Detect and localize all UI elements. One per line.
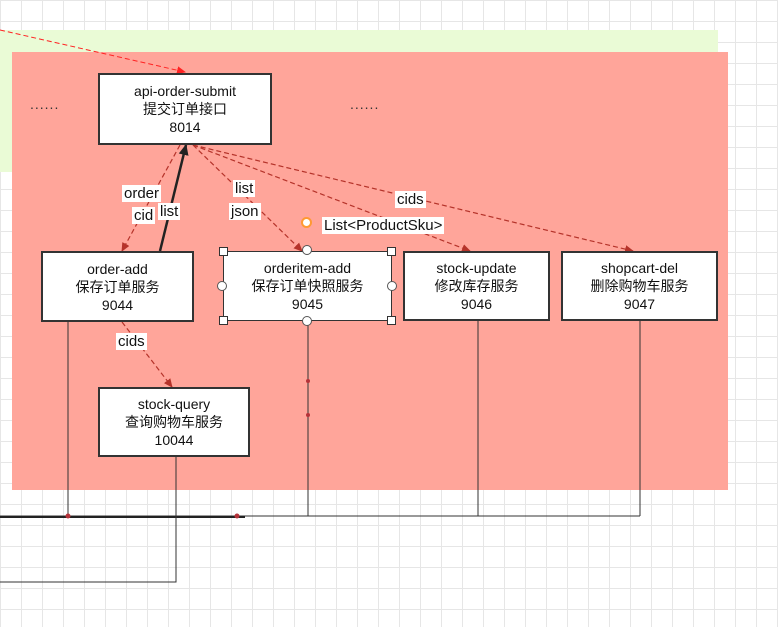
rotate-handle[interactable] bbox=[301, 217, 312, 228]
ellipsis-left: ...... bbox=[30, 96, 60, 112]
node-name: orderitem-add bbox=[263, 260, 352, 276]
selection-handle[interactable] bbox=[219, 247, 228, 256]
edge-label-cids-query: cids bbox=[116, 333, 147, 350]
node-desc: 保存订单快照服务 bbox=[251, 278, 364, 294]
connection-point[interactable] bbox=[387, 281, 397, 291]
node-desc: 保存订单服务 bbox=[75, 278, 160, 295]
arrow-order-add-to-stock-query[interactable] bbox=[121, 321, 173, 388]
edge-label-cids-top: cids bbox=[395, 191, 426, 208]
selection-handle[interactable] bbox=[219, 316, 228, 325]
node-name: stock-query bbox=[137, 396, 211, 412]
edge-label-product-sku: List<ProductSku> bbox=[322, 217, 445, 234]
connection-point[interactable] bbox=[217, 281, 227, 291]
node-desc: 查询购物车服务 bbox=[125, 414, 223, 430]
incoming-arrow[interactable] bbox=[0, 29, 186, 75]
node-name: order-add bbox=[87, 260, 148, 277]
arrow-order-add-return[interactable] bbox=[158, 144, 189, 252]
connection-point[interactable] bbox=[302, 316, 312, 326]
edge-label-order: order bbox=[122, 185, 162, 202]
node-orderitem-add[interactable]: orderitem-add 保存订单快照服务 9045 bbox=[223, 251, 392, 321]
node-port: 9047 bbox=[623, 296, 656, 312]
selection-handle[interactable] bbox=[387, 247, 396, 256]
edge-label-list: list bbox=[233, 180, 256, 197]
edge-label-json: json bbox=[229, 203, 261, 220]
connection-point[interactable] bbox=[302, 245, 312, 255]
node-api-order-submit[interactable]: api-order-submit 提交订单接口 8014 bbox=[98, 73, 272, 145]
node-desc: 删除购物车服务 bbox=[590, 278, 689, 294]
junction-dot bbox=[65, 513, 71, 519]
node-stock-query[interactable]: stock-query 查询购物车服务 10044 bbox=[98, 387, 250, 457]
selection-handle[interactable] bbox=[387, 316, 396, 325]
node-port: 8014 bbox=[169, 119, 201, 135]
connector-stock-query-out[interactable] bbox=[0, 456, 177, 583]
node-desc: 修改库存服务 bbox=[434, 278, 519, 294]
node-order-add[interactable]: order-add 保存订单服务 9044 bbox=[41, 251, 194, 322]
node-desc: 提交订单接口 bbox=[143, 101, 227, 117]
junction-dot bbox=[306, 413, 310, 417]
node-port: 9045 bbox=[291, 296, 324, 312]
edge-label-list-return: list bbox=[158, 203, 181, 220]
ellipsis-right: ...... bbox=[350, 96, 380, 112]
node-name: shopcart-del bbox=[600, 260, 679, 276]
junction-dot bbox=[234, 513, 240, 519]
node-port: 9046 bbox=[460, 296, 493, 312]
node-port: 10044 bbox=[154, 432, 194, 448]
node-name: api-order-submit bbox=[134, 83, 236, 99]
node-stock-update[interactable]: stock-update 修改库存服务 9046 bbox=[403, 251, 550, 321]
junction-dot bbox=[306, 379, 310, 383]
arrow-submit-to-orderitem-add[interactable] bbox=[192, 144, 303, 252]
node-name: stock-update bbox=[436, 260, 517, 276]
arrow-submit-to-stock-update[interactable] bbox=[192, 144, 471, 252]
edge-label-cid: cid bbox=[132, 207, 156, 224]
node-shopcart-del[interactable]: shopcart-del 删除购物车服务 9047 bbox=[561, 251, 718, 321]
node-port: 9044 bbox=[101, 296, 134, 313]
